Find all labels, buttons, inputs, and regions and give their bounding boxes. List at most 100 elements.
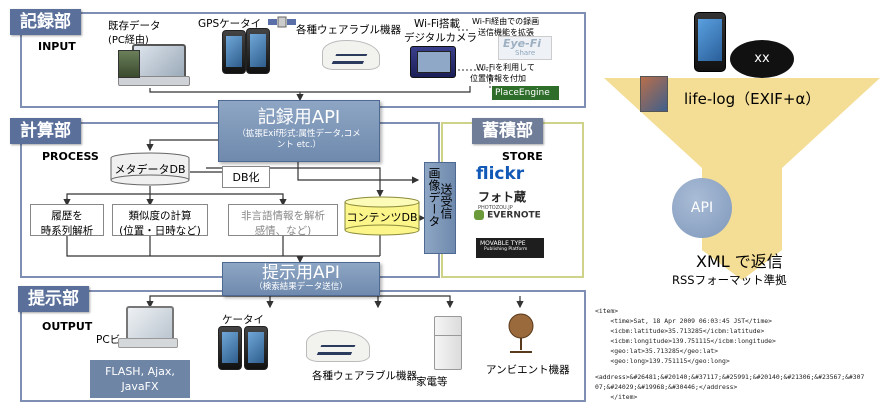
label-wearables-input: 各種ウェアラブル機器 [296, 24, 401, 36]
movabletype-sub: Publishing Platform [484, 247, 528, 252]
photozou-logo: フォト蔵 PHOTOZOU.JP [478, 186, 526, 211]
section-title-record: 記録部 [10, 9, 81, 35]
history-line-1: 履歴を [51, 210, 83, 222]
xml-line: <geo:long>139.751115</geo:long> [595, 357, 730, 365]
section-title-compute: 計算部 [10, 118, 81, 144]
label-existing-data: 既存データ [108, 20, 161, 32]
nonverbal-line-1: 非言語情報を解析 [241, 210, 325, 222]
movabletype-text: MOVABLE TYPE [480, 240, 526, 247]
history-line-2: 時系列解析 [40, 225, 94, 237]
smartphone-image [694, 12, 726, 72]
label-gps-phone: GPSケータイ [198, 18, 262, 30]
xml-line: <address>&#26481;&#20140;&#37117;&#25991… [595, 373, 865, 381]
record-api-title: 記録用API [257, 107, 341, 128]
present-api-box: 提示用API （検索結果データ送信） [222, 262, 380, 296]
flash-line-1: FLASH, Ajax, [105, 365, 175, 378]
placeengine-text: PlaceEngine [495, 88, 550, 98]
phone-icon-output-1 [218, 326, 242, 370]
api-circle-label: API [690, 200, 714, 216]
flickr-text: flickr [476, 164, 525, 184]
transmit-line-1: 画像データ [427, 167, 441, 227]
arrow-api-to-metadb [146, 139, 218, 152]
label-wifi-camera-1: Wi-Fi搭載 [414, 18, 461, 30]
evernote-icon [474, 210, 484, 220]
xml-line: <time>Sat, 18 Apr 2009 06:03:45 JST</tim… [595, 317, 772, 325]
metadata-db-label: メタデータDB [114, 163, 186, 176]
section-title-present: 提示部 [18, 286, 89, 312]
db-convert-box: DB化 [222, 166, 270, 188]
record-api-box: 記録用API （拡張Exif形式:属性データ,コメ ント etc.） [218, 100, 380, 162]
label-wifi-camera-2: デジタルカメラ [404, 32, 477, 44]
dashed-note-lines [458, 29, 491, 88]
arrow-fanout [66, 186, 284, 204]
contents-db-cylinder: コンテンツDB [344, 196, 420, 236]
movabletype-logo: MOVABLE TYPE Publishing Platform [476, 238, 544, 258]
ambient-device-icon [504, 312, 538, 354]
photozou-text: フォト蔵 [478, 190, 527, 204]
section-en-input: INPUT [38, 40, 76, 53]
camera-icon [410, 46, 456, 78]
label-pc-via: (PC経由) [108, 35, 149, 46]
laptop-illustration [118, 44, 190, 90]
label-phone-output: ケータイ [222, 314, 264, 326]
speech-bubble: xx [730, 40, 794, 78]
api-circle: API [672, 178, 732, 238]
similarity-line-1: 類似度の計算 [128, 210, 192, 222]
image-transmit-box: 画像データ 送受信 [424, 162, 456, 254]
flash-ajax-box: FLASH, Ajax, JavaFX [90, 360, 190, 398]
metadata-db-cylinder: メタデータDB [110, 152, 190, 186]
fridge-icon [434, 316, 462, 370]
lifelog-photo-thumbnail [640, 76, 668, 112]
label-appliances: 家電等 [416, 376, 448, 388]
record-api-sub-2: ント etc.） [276, 140, 322, 150]
shoe-icon-input [322, 40, 380, 70]
record-api-sub-1: （拡張Exif形式:属性データ,コメ [237, 129, 361, 139]
rss-label: RSSフォーマット準拠 [672, 273, 787, 287]
eyefi-share-text: Share [515, 49, 536, 57]
speech-bubble-text: xx [754, 51, 770, 66]
contents-db-label: コンテンツDB [346, 211, 418, 224]
flickr-logo: flickr [476, 164, 524, 184]
arrow-api-to-transmit [297, 162, 420, 184]
evernote-text: EVERNOTE [487, 210, 541, 221]
note-upload-1: Wi-Fi経由での録画 [472, 17, 540, 26]
similarity-line-2: (位置・日時など) [119, 225, 201, 237]
xml-sample: <item> <time>Sat, 18 Apr 2009 06:03:45 J… [595, 296, 864, 412]
xml-line: </item> [595, 393, 638, 401]
shoe-icon-output [306, 330, 370, 362]
note-upload-2: 送信機能を拡張 [478, 28, 534, 37]
similarity-box: 類似度の計算 (位置・日時など) [112, 204, 208, 237]
xml-line: <item> [595, 307, 619, 315]
lifelog-label: life-log（EXIF+α） [684, 90, 821, 108]
gps-phone-icon-2 [246, 28, 270, 74]
gps-phone-icon [222, 30, 246, 74]
nonverbal-line-2: 感情、など) [254, 225, 312, 237]
xml-line: <icbm:latitude>35.713285</icbm:latitude> [595, 327, 765, 335]
eyefi-logo-text: Eye-Fi [503, 37, 541, 50]
eyefi-logo: Eye-Fi Share [498, 36, 552, 60]
section-en-process: PROCESS [42, 150, 99, 163]
label-wearables-output: 各種ウェアラブル機器 [312, 370, 417, 382]
arrow-input-merge [149, 86, 471, 93]
arrow-analysis-merge [66, 232, 381, 257]
placeengine-logo: PlaceEngine [492, 86, 559, 100]
evernote-logo: EVERNOTE [474, 210, 541, 221]
section-en-store: STORE [502, 150, 543, 163]
note-location-1: Wi-Fiを利用して [476, 63, 535, 72]
section-title-store: 蓄積部 [472, 118, 543, 144]
label-ambient: アンビエント機器 [486, 364, 570, 376]
history-box: 履歴を 時系列解析 [30, 204, 104, 237]
section-en-output: OUTPUT [42, 320, 93, 333]
note-location-2: 位置情報を付加 [470, 74, 526, 83]
xml-line: <geo:lat>35.713285</geo:lat> [595, 347, 719, 355]
pc-viewer-laptop [118, 306, 178, 352]
present-api-sub: （検索結果データ送信） [254, 282, 348, 292]
xml-line: 07;&#24029;&#19968;&#30446;</address> [595, 383, 738, 391]
photozou-sub: PHOTOZOU.JP [478, 205, 513, 211]
db-convert-label: DB化 [232, 171, 260, 184]
nonverbal-box: 非言語情報を解析 感情、など) [228, 204, 338, 237]
xml-return-label: XML で返信 [696, 252, 783, 271]
phone-icon-output-2 [244, 326, 268, 370]
flash-line-2: JavaFX [121, 380, 159, 393]
xml-line: <icbm:longitude>139.751115</icbm:longitu… [595, 337, 776, 345]
